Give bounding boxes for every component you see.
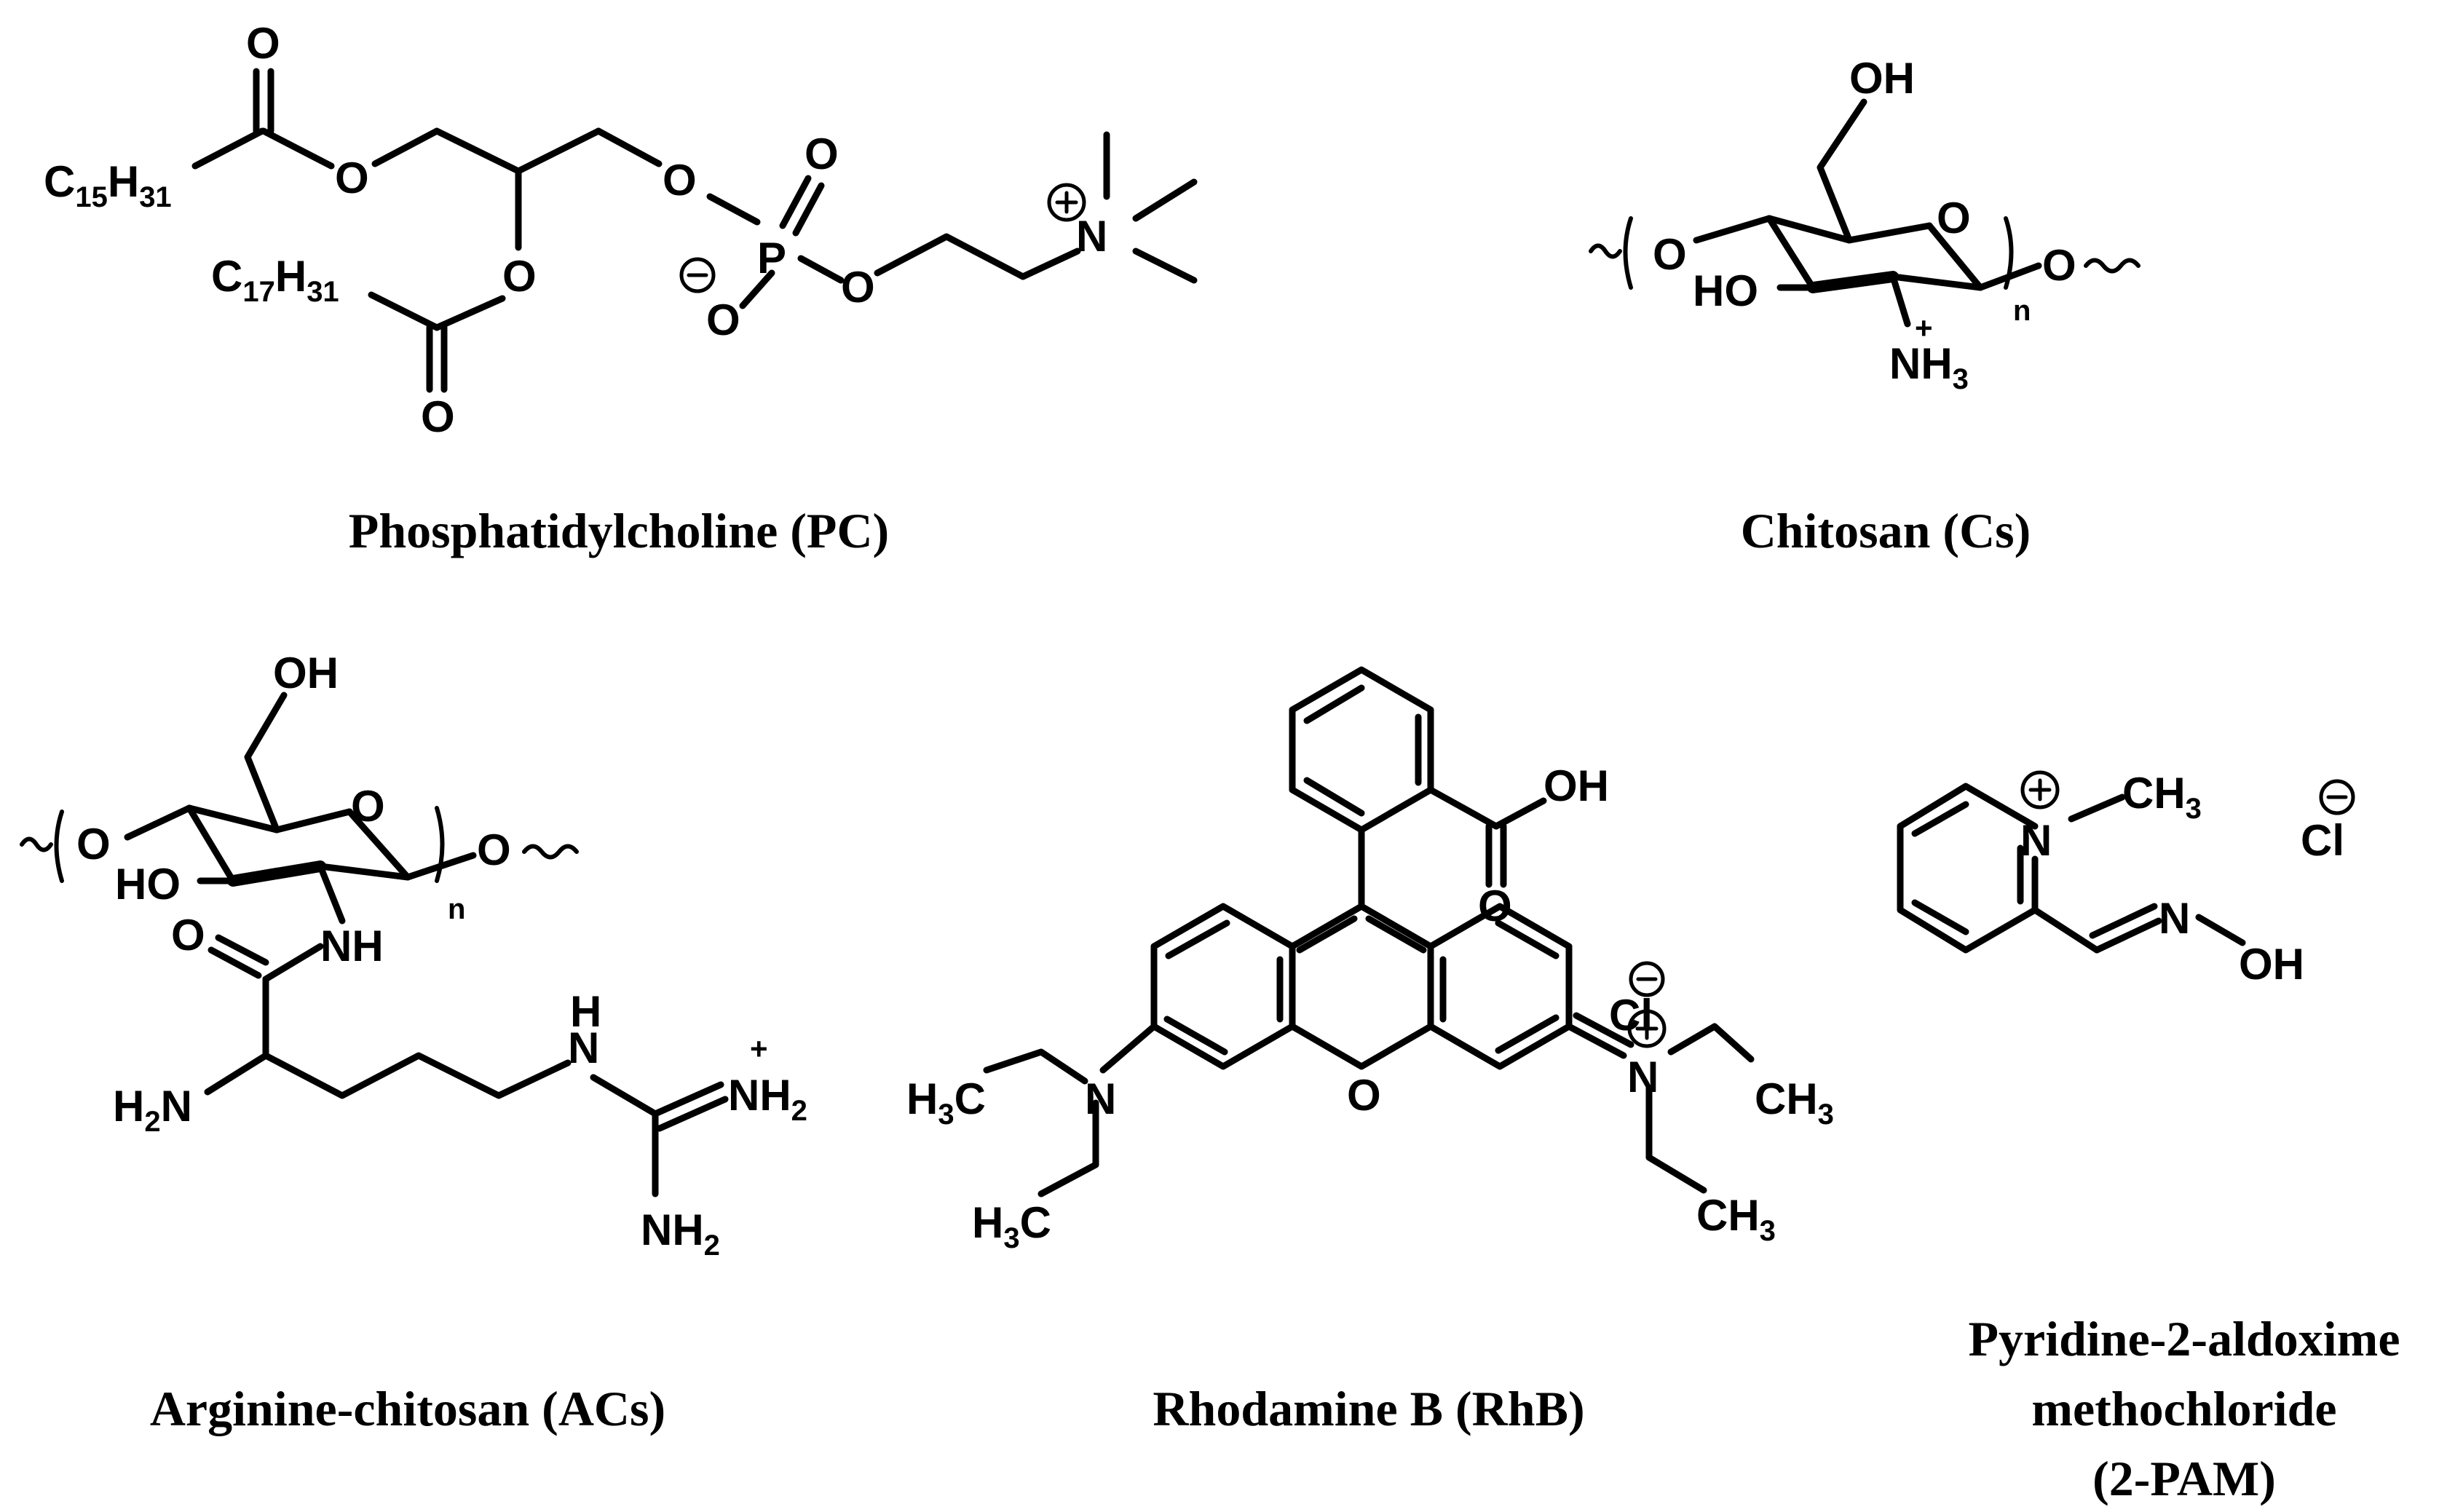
pam-caption-line-1: Pyridine-2-aldoxime <box>1968 1311 2400 1366</box>
acs-guanidine-nh-h: H <box>570 987 601 1036</box>
rhb-left-ch3-bottom: H3C <box>972 1198 1051 1254</box>
acs-guanidine-nh2-plus: NH2 <box>728 1071 807 1127</box>
pc-carbonyl-o2: O <box>421 392 455 441</box>
pc-phosphorus: P <box>757 234 786 282</box>
acs-ho: HO <box>115 860 181 909</box>
pc-ester-o1: O <box>335 154 369 202</box>
pam-caption: Pyridine-2-aldoxime methochloride (2-PAM… <box>1968 1311 2400 1506</box>
pc-nitrogen: N <box>1076 212 1107 261</box>
pam-ring-n: N <box>2020 816 2052 865</box>
pc-ester-o2: O <box>502 252 537 301</box>
rhb-structure: OH O O N H3C H3C N CH3 CH3 Cl Rhodamine … <box>906 666 1834 1436</box>
pc-carbonyl-o1: O <box>246 19 280 68</box>
acs-guanidine-nh-n: N <box>568 1024 599 1072</box>
rhb-right-n: N <box>1627 1053 1659 1101</box>
acs-carbonyl-o: O <box>171 911 205 959</box>
acs-amide-nh: NH <box>320 922 384 970</box>
acs-o-left: O <box>76 820 111 868</box>
cs-nh3: NH3 <box>1889 339 1969 395</box>
pam-oxime-n: N <box>2159 894 2190 943</box>
pam-bonds <box>1897 783 2246 954</box>
cs-nh3-plus: + <box>1915 311 1933 345</box>
rhb-atoms: OH O O N H3C H3C N CH3 CH3 Cl <box>906 761 1834 1254</box>
pam-caption-line-3: (2-PAM) <box>2092 1451 2276 1506</box>
pc-atoms: C15H31 O O C17H31 O O O P O O O N <box>44 19 1107 441</box>
cs-ho: HO <box>1693 266 1758 315</box>
acs-caption: Arginine-chitosan (ACs) <box>150 1381 665 1436</box>
pc-structure: C15H31 O O C17H31 O O O P O O O N Phosph… <box>44 19 1198 558</box>
rhb-carbonyl-o: O <box>1478 882 1512 930</box>
pam-minus-charge-icon <box>2319 779 2355 815</box>
rhb-xanthene-o: O <box>1347 1071 1381 1120</box>
cs-ring-o: O <box>1937 194 1971 242</box>
rhb-caption: Rhodamine B (RhB) <box>1153 1381 1584 1436</box>
pc-phosphate-o-double: O <box>805 130 839 178</box>
rhb-left-n: N <box>1085 1074 1116 1123</box>
acs-structure: O OH O HO NH n O O H2N N H NH2 + NH2 Arg… <box>20 649 807 1436</box>
rhb-minus-charge-icon <box>1629 961 1665 997</box>
rhb-left-ch3-top: H3C <box>906 1074 986 1131</box>
rhb-bonds <box>983 666 1755 1198</box>
pam-methyl: CH3 <box>2122 769 2202 825</box>
acs-plus-sign: + <box>750 1032 768 1066</box>
cs-o-right: O <box>2042 241 2076 290</box>
pam-oxime-oh: OH <box>2239 940 2304 989</box>
rhb-plus-charge-icon <box>1627 1009 1667 1048</box>
acs-guanidine-nh2: NH2 <box>641 1206 720 1262</box>
acs-bonds <box>20 692 729 1198</box>
pc-bonds <box>191 68 1198 393</box>
rhb-right-ch3-bottom: CH3 <box>1696 1191 1776 1247</box>
cs-o-left: O <box>1653 230 1687 279</box>
pam-atoms: N CH3 Cl N OH <box>2020 769 2355 989</box>
cs-oh-top: OH <box>1849 54 1915 103</box>
pam-structure: N CH3 Cl N OH Pyridine-2-aldoxime methoc… <box>1897 769 2400 1506</box>
rhb-oh: OH <box>1543 761 1609 810</box>
pc-caption: Phosphatidylcholine (PC) <box>349 503 889 558</box>
cs-atoms: O OH O HO NH3 + O n <box>1653 54 2076 395</box>
cs-repeat-n: n <box>2013 295 2031 327</box>
rhb-chloride: Cl <box>1609 991 1653 1040</box>
pc-chain1-label: C15H31 <box>44 157 172 213</box>
pc-chain2-label: C17H31 <box>211 252 339 308</box>
pc-plus-charge-icon <box>1047 183 1086 222</box>
cs-bonds <box>1589 98 2140 328</box>
acs-o-right: O <box>477 826 511 874</box>
pc-phosphate-o-minus: O <box>706 296 740 344</box>
acs-alpha-nh2: H2N <box>113 1082 192 1138</box>
pam-caption-line-2: methochloride <box>2031 1381 2336 1436</box>
cs-structure: O OH O HO NH3 + O n Chitosan (Cs) <box>1589 54 2140 558</box>
acs-repeat-n: n <box>448 893 465 925</box>
acs-ring-o: O <box>351 782 385 831</box>
pc-phosphate-o-bridge: O <box>663 156 697 205</box>
cs-caption: Chitosan (Cs) <box>1741 503 2031 558</box>
acs-oh-top: OH <box>273 649 339 697</box>
rhb-right-ch3-top: CH3 <box>1755 1074 1834 1131</box>
pam-plus-charge-icon <box>2020 770 2060 810</box>
pc-phosphate-o-ester: O <box>841 263 875 312</box>
acs-atoms: O OH O HO NH n O O H2N N H NH2 + NH2 <box>76 649 807 1262</box>
pc-minus-charge-icon <box>679 257 716 293</box>
pam-chloride: Cl <box>2301 816 2344 865</box>
